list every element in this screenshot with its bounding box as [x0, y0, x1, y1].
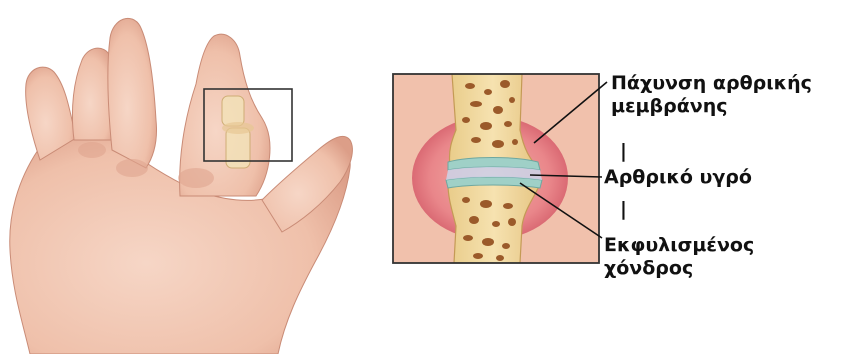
middle-finger	[108, 18, 157, 168]
label-degenerated-cartilage: Εκφυλισμένος χόνδρος	[604, 234, 754, 280]
joint-cross-section	[393, 74, 599, 263]
label-separator: |	[620, 140, 627, 163]
label-degenerated-cartilage-line1: Εκφυλισμένος	[604, 234, 754, 257]
knuckle-shadow	[178, 168, 214, 188]
hand-illustration	[10, 18, 353, 354]
label-degenerated-cartilage-line2: χόνδρος	[604, 257, 754, 280]
label-separator: |	[620, 198, 627, 221]
label-synovial-fluid: Αρθρικό υγρό	[604, 166, 752, 189]
label-synovial-thickening: Πάχυνση αρθρικής μεμβράνης	[611, 72, 812, 118]
label-synovial-thickening-line1: Πάχυνση αρθρικής	[611, 72, 812, 95]
label-synovial-thickening-line2: μεμβράνης	[611, 95, 812, 118]
knuckle-shadow	[116, 159, 148, 177]
knuckle-shadow	[78, 142, 106, 158]
